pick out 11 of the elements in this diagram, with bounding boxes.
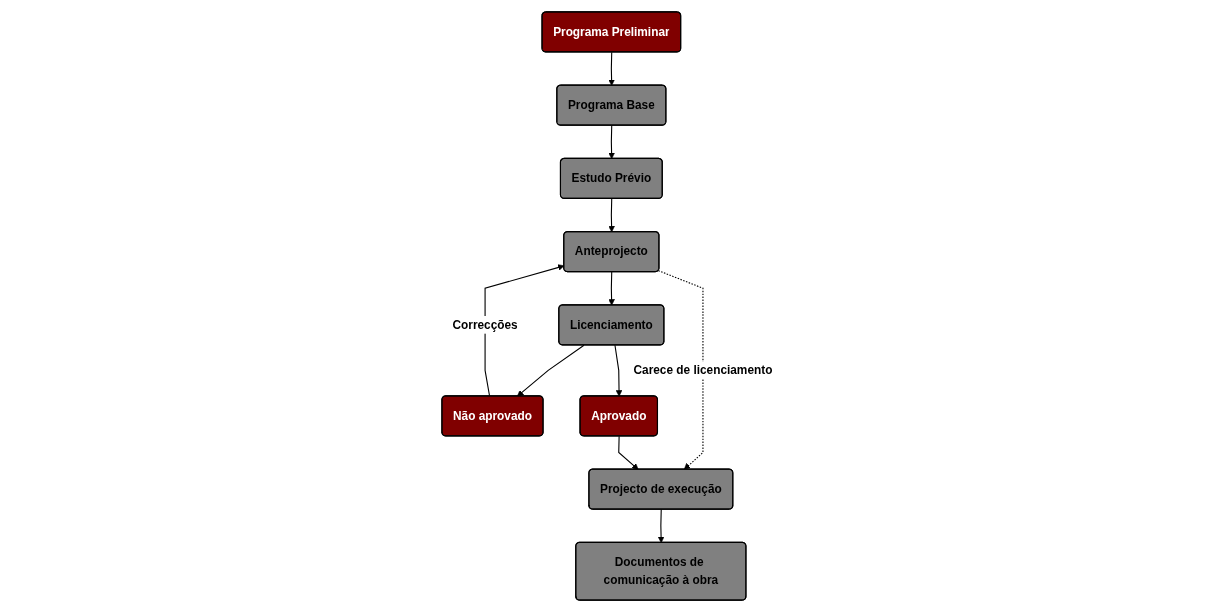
arrow <box>608 51 615 86</box>
arrow <box>608 124 615 160</box>
arrow <box>657 508 665 544</box>
arrow <box>657 270 704 470</box>
arrow <box>618 435 639 470</box>
edge-label: Correcções <box>452 318 518 331</box>
arrow <box>516 344 585 397</box>
edge-label: Carece de licenciamento <box>633 363 773 377</box>
arrow <box>608 271 615 306</box>
arrow <box>614 344 623 397</box>
arrow <box>608 198 615 233</box>
